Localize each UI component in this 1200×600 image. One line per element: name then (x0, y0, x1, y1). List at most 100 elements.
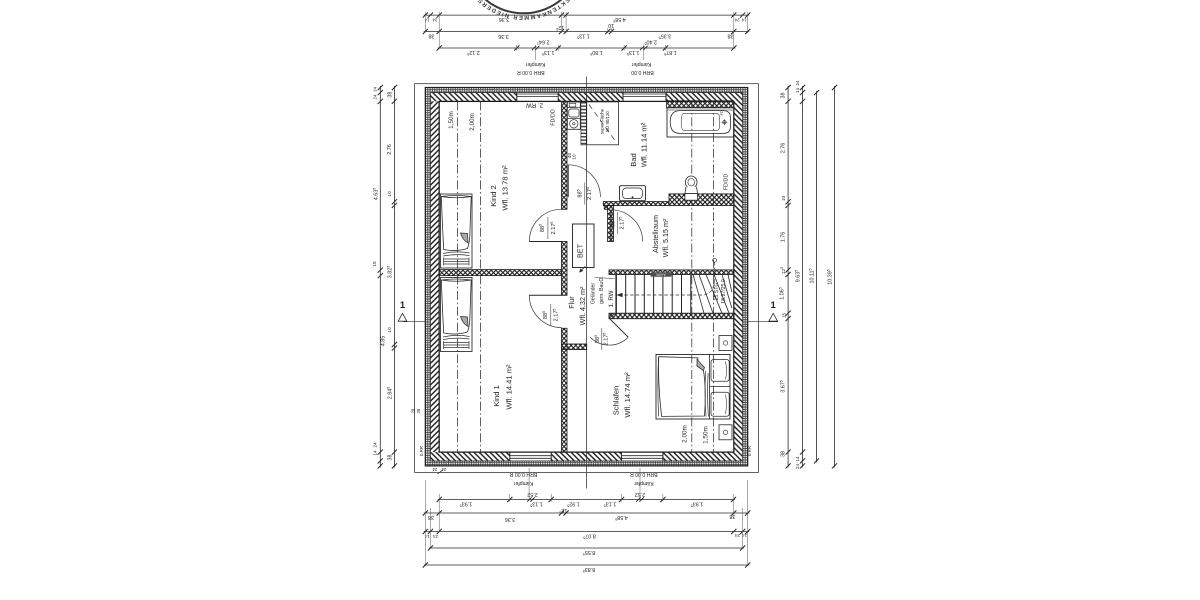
svg-text:FD/DD: FD/DD (724, 174, 730, 191)
svg-text:14: 14 (741, 18, 746, 23)
svg-text:Kämpfer: Kämpfer (631, 61, 651, 67)
svg-text:1.935: 1.935 (460, 501, 473, 508)
svg-text:38: 38 (429, 32, 435, 38)
svg-text:14: 14 (372, 87, 377, 92)
svg-text:14: 14 (795, 456, 800, 461)
svg-text:28: 28 (411, 408, 416, 413)
svg-text:40: 40 (567, 153, 572, 159)
svg-text:24: 24 (372, 442, 377, 447)
svg-text:2,00m: 2,00m (469, 113, 476, 131)
svg-text:14: 14 (795, 88, 800, 93)
svg-text:24: 24 (795, 464, 800, 469)
svg-text:Kind 2: Kind 2 (489, 185, 498, 207)
svg-text:Kämpfer: Kämpfer (634, 480, 654, 486)
svg-text:8.555: 8.555 (583, 549, 596, 556)
svg-text:38: 38 (781, 93, 787, 99)
svg-text:15: 15 (781, 313, 787, 319)
svg-text:BRH 0.00 R: BRH 0.00 R (630, 471, 658, 477)
svg-text:14: 14 (372, 450, 377, 455)
svg-text:2.405: 2.405 (645, 39, 658, 46)
svg-text:2.175: 2.175 (550, 222, 557, 235)
svg-text:2.76: 2.76 (387, 144, 393, 155)
svg-text:0.RR: 0.RR (747, 446, 752, 456)
svg-text:24: 24 (735, 533, 740, 538)
svg-text:Kämpfer: Kämpfer (525, 61, 545, 67)
svg-text:10: 10 (781, 196, 787, 202)
svg-text:1.065: 1.065 (779, 287, 786, 300)
svg-text:38: 38 (781, 451, 787, 457)
svg-text:885: 885 (542, 311, 549, 319)
svg-text:1.135: 1.135 (604, 501, 617, 508)
svg-text:24: 24 (432, 17, 437, 22)
svg-text:BRH 0.00: BRH 0.00 (631, 69, 654, 75)
svg-text:28: 28 (416, 408, 421, 413)
svg-text:Wfl. 14.74 m²: Wfl. 14.74 m² (623, 372, 632, 418)
svg-text:2.175: 2.175 (602, 333, 609, 346)
svg-text:BRH 0.00 R: BRH 0.00 R (509, 471, 537, 477)
svg-text:2.52: 2.52 (527, 491, 538, 497)
svg-text:14: 14 (424, 534, 429, 539)
svg-text:2.845: 2.845 (386, 387, 393, 400)
svg-text:2. RW: 2. RW (526, 102, 543, 109)
svg-text:18.97/25.0: 18.97/25.0 (721, 279, 727, 304)
svg-text:1.805: 1.805 (590, 49, 603, 56)
svg-text:BÜ 90/120: BÜ 90/120 (605, 111, 610, 132)
svg-text:Wfl. 13.78 m²: Wfl. 13.78 m² (501, 165, 510, 211)
svg-text:1.925: 1.925 (567, 501, 580, 508)
svg-text:4.585: 4.585 (613, 16, 626, 23)
svg-text:15: 15 (372, 261, 378, 267)
svg-text:1.76: 1.76 (781, 232, 787, 243)
svg-text:885: 885 (594, 335, 601, 343)
svg-text:1.135: 1.135 (530, 501, 543, 508)
svg-text:4.585: 4.585 (615, 514, 628, 521)
svg-text:2.175: 2.175 (586, 187, 593, 200)
svg-text:Schlafen: Schlafen (612, 386, 621, 416)
svg-text:10.115: 10.115 (809, 268, 816, 283)
svg-text:24: 24 (441, 467, 446, 472)
svg-text:Bad: Bad (629, 153, 638, 167)
svg-text:BRH 0.00 R: BRH 0.00 R (517, 69, 545, 75)
svg-text:1.135: 1.135 (627, 49, 640, 56)
svg-text:Geländer: Geländer (591, 283, 597, 305)
svg-text:10: 10 (571, 154, 576, 160)
svg-text:1: 1 (771, 300, 777, 311)
svg-text:Wfl. 5.15 m²: Wfl. 5.15 m² (661, 218, 670, 257)
svg-text:24: 24 (734, 18, 739, 23)
svg-text:9.635: 9.635 (795, 270, 802, 283)
svg-text:24: 24 (433, 534, 438, 539)
svg-text:1. RW: 1. RW (608, 290, 615, 307)
svg-text:8.075: 8.075 (583, 533, 596, 540)
svg-text:Abstellraum: Abstellraum (651, 215, 660, 253)
svg-text:2,00m: 2,00m (681, 425, 688, 443)
svg-text:FD: FD (720, 110, 724, 115)
svg-text:38: 38 (428, 514, 434, 520)
svg-text:BET: BET (575, 243, 584, 258)
svg-text:Wfl. 11.14 m²: Wfl. 11.14 m² (640, 122, 649, 167)
svg-text:38: 38 (730, 513, 736, 519)
svg-text:2.641: 2.641 (537, 39, 550, 46)
svg-text:14: 14 (424, 17, 429, 22)
svg-text:2.175: 2.175 (552, 309, 559, 322)
svg-text:Wfl. 4.32 m²: Wfl. 4.32 m² (578, 286, 587, 325)
svg-text:3.355: 3.355 (659, 32, 672, 39)
svg-text:Kämpfer: Kämpfer (513, 480, 533, 486)
svg-text:24: 24 (795, 80, 800, 85)
svg-text:3.36: 3.36 (499, 16, 510, 22)
svg-text:1.135: 1.135 (542, 49, 555, 56)
svg-text:38: 38 (728, 32, 734, 38)
svg-text:Flur: Flur (567, 296, 576, 309)
svg-text:3.36: 3.36 (498, 33, 509, 39)
svg-text:3.36: 3.36 (505, 516, 516, 522)
svg-text:4.635: 4.635 (373, 188, 380, 201)
svg-text:1,50m: 1,50m (702, 426, 709, 444)
svg-text:1.875: 1.875 (664, 49, 677, 56)
svg-text:Kind 1: Kind 1 (492, 385, 501, 407)
svg-text:2.76: 2.76 (781, 143, 787, 154)
svg-text:10: 10 (608, 22, 614, 28)
svg-text:8.835: 8.835 (583, 566, 596, 573)
svg-text:125: 125 (556, 24, 564, 31)
svg-text:10.395: 10.395 (827, 269, 834, 285)
svg-text:3.825: 3.825 (387, 266, 394, 279)
svg-text:2.175: 2.175 (618, 217, 625, 230)
svg-text:885: 885 (539, 224, 546, 232)
